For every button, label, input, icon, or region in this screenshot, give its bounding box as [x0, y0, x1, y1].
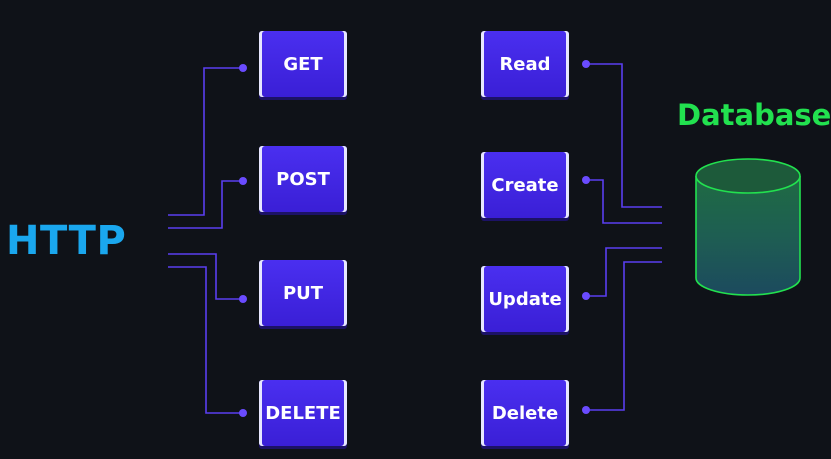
operation-box-create: Create [481, 152, 569, 218]
connector-dot [582, 406, 590, 414]
connector-http-put [168, 253, 240, 300]
connector-dot [239, 64, 247, 72]
operation-label: Delete [491, 402, 559, 424]
method-box-put: PUT [259, 260, 347, 326]
connector-http-post [168, 180, 240, 229]
method-box-post: POST [259, 146, 347, 212]
operation-box-update: Update [481, 266, 569, 332]
connector-dot [239, 177, 247, 185]
connector-http-get [168, 67, 240, 216]
database-label: Database [677, 98, 831, 132]
method-label: GET [283, 53, 323, 75]
connector-dot [239, 295, 247, 303]
connector-http-delete [168, 266, 240, 414]
connector-dot [582, 176, 590, 184]
operation-box-delete: Delete [481, 380, 569, 446]
method-label: PUT [282, 282, 324, 304]
operation-label: Update [488, 288, 562, 310]
database-icon [695, 158, 801, 296]
method-label: POST [276, 168, 330, 190]
connector-dot [582, 292, 590, 300]
connector-delete-db [588, 261, 662, 411]
connector-update-db [588, 247, 662, 297]
operation-label: Create [491, 174, 559, 196]
connector-create-db [588, 179, 662, 224]
method-box-delete: DELETE [259, 380, 347, 446]
method-label: DELETE [265, 402, 341, 424]
connector-read-db [588, 63, 662, 208]
http-label: HTTP [6, 218, 127, 264]
operation-label: Read [499, 53, 551, 75]
operation-box-read: Read [481, 31, 569, 97]
connector-dot [239, 409, 247, 417]
method-box-get: GET [259, 31, 347, 97]
connector-dot [582, 60, 590, 68]
